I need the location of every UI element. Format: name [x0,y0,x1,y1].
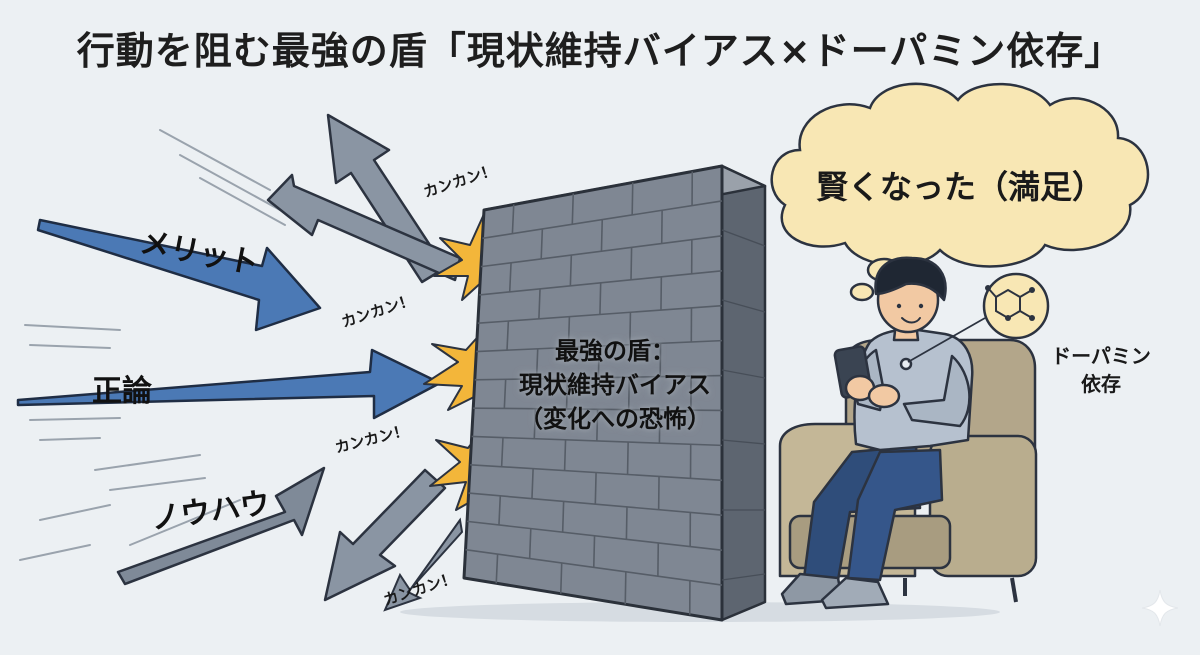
molecule-icon [907,272,1050,363]
wall-label-line: （変化への恐怖） [519,405,711,433]
page-title: 行動を阻む最強の盾「現状維持バイアス×ドーパミン依存」 [76,29,1124,73]
brick-wall [462,164,767,622]
wall-label-line: 最強の盾： [555,337,675,365]
arrow-merit [36,218,322,332]
person [780,256,974,610]
dopamine-label-line: ドーパミン [1051,344,1151,368]
wall-label-line: 現状維持バイアス [519,371,711,399]
arrow-knowhow [116,466,326,586]
deflected-arrow-low [383,517,464,612]
thought-text: 賢くなった（満足） [815,168,1104,206]
arrow-logic [16,348,442,420]
deflected-arrow-mid [266,173,462,282]
dopamine-label-line: 依存 [1081,372,1121,396]
deflected-arrow-down [323,468,447,602]
speed-lines [19,129,286,561]
arrow-label-logic: 正論 [92,374,152,409]
wall-label: 最強の盾： 現状維持バイアス （変化への恐怖） [470,334,760,436]
sparkle-icon [1141,589,1179,627]
dopamine-label: ドーパミン 依存 [1046,342,1156,398]
